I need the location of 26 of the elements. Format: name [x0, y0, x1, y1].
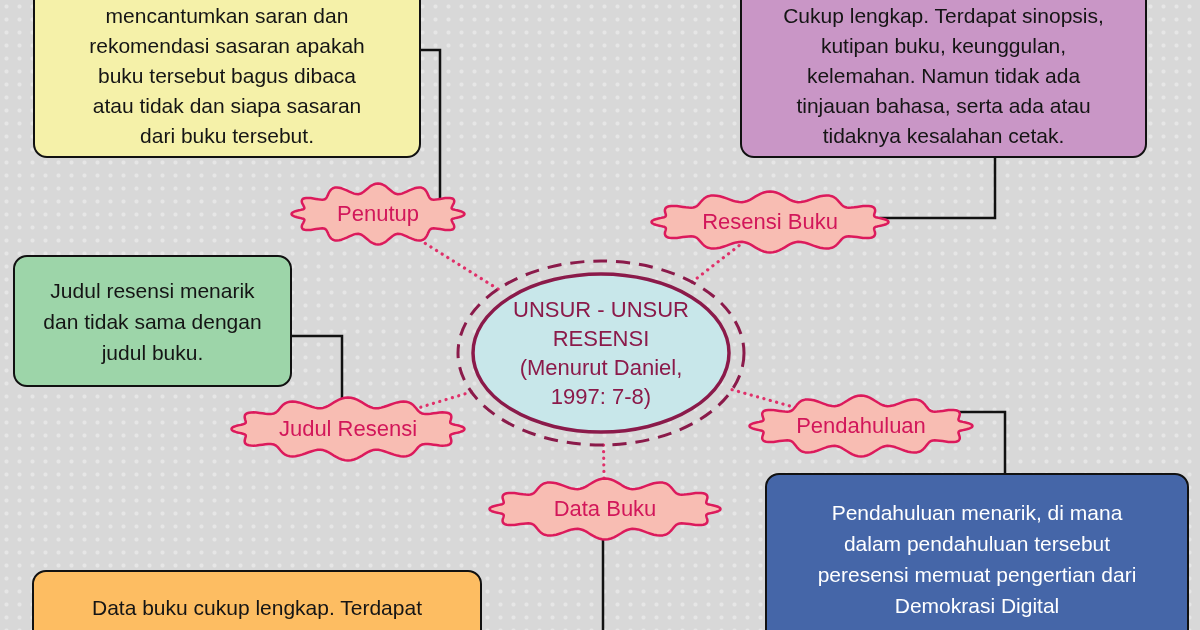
connector-line: [959, 410, 1007, 473]
cloud-shape: [748, 394, 974, 458]
connector-line: [421, 48, 442, 199]
note-text: mencantumkan saran dan rekomendasi sasaran apakah buku tersebut bagus dibaca atau tidak dan siapa sasaran dari buku tersebut.: [88, 3, 366, 149]
cloud-label: Pendahuluan: [796, 413, 926, 439]
cloud-shape: [650, 190, 890, 254]
note-text: Pendahuluan menarik, di mana dalam pendahuluan tersebut peresensi memuat pengertian dari Demokrasi Digital: [816, 500, 1138, 619]
note-box: [740, 0, 1147, 158]
cloud-label: Data Buku: [553, 496, 657, 522]
ellipse-text: (Menurut Daniel, 1997: 7-8): [518, 354, 684, 411]
cloud-label: Penutup: [337, 201, 419, 227]
note-box: [765, 473, 1189, 630]
central-ellipse: [456, 259, 746, 447]
cloud-label: Resensi Buku: [702, 209, 838, 235]
note-text: Cukup lengkap. Terdapat sinopsis, kutipan buku, keunggulan, kelemahan. Namun tidak ada tinjauan bahasa, serta ada atau tidaknya kesalahan cetak.: [782, 3, 1105, 149]
cloud-shape: [488, 477, 722, 541]
note-box: [33, 0, 421, 158]
note-text: Data buku cukup lengkap. Terdapat: [91, 595, 423, 621]
ellipse-text: UNSUR - UNSUR RESENSI: [512, 296, 690, 353]
cloud-label: Judul Resensi: [278, 416, 418, 442]
connector-line: [292, 334, 344, 399]
note-text: Judul resensi menarik dan tidak sama dengan judul buku.: [42, 277, 263, 366]
connector-line: [601, 539, 605, 630]
cloud-shape: [290, 182, 466, 246]
note-box: [13, 255, 292, 387]
cloud-shape: [230, 396, 466, 462]
